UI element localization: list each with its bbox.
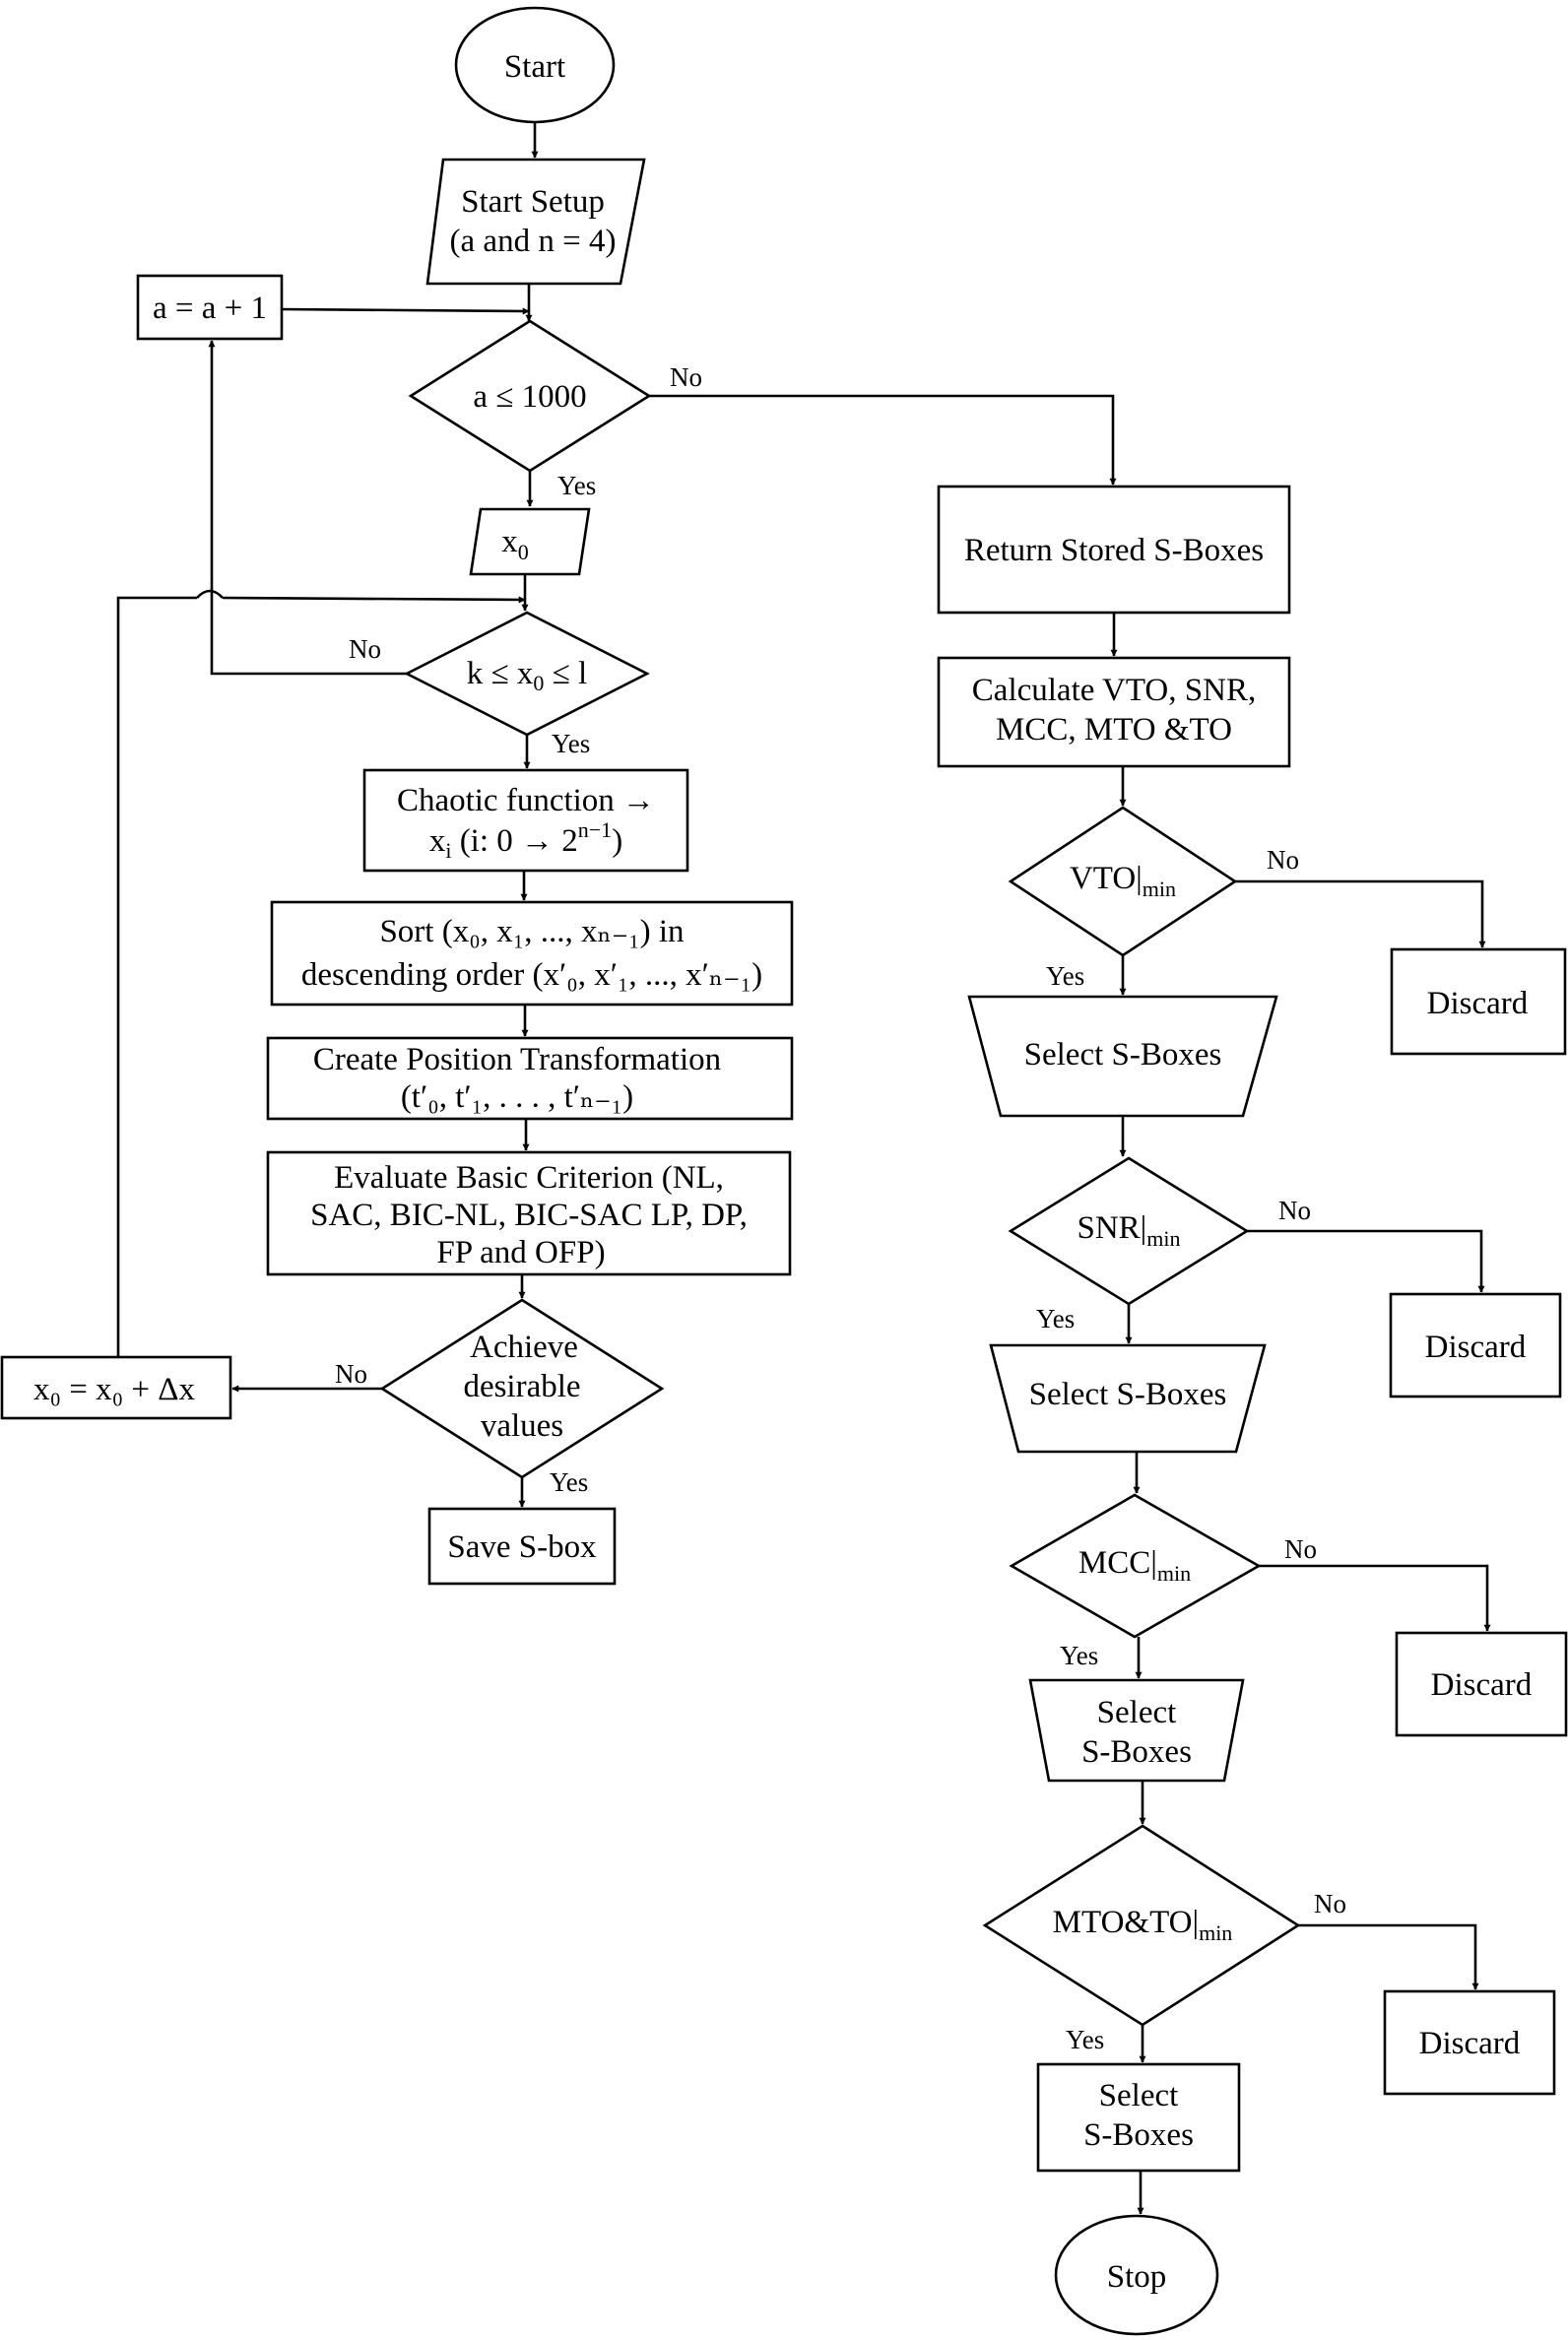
select-sboxes-4: Select S-Boxes	[1036, 2062, 1241, 2173]
setup-line-2: (a and n = 4)	[450, 224, 617, 259]
select-label-2: Select S-Boxes	[1029, 1377, 1227, 1412]
yes-label-cond-a: Yes	[557, 471, 596, 500]
increment-a-box: a = a + 1	[136, 274, 284, 341]
discard-box-3: Discard	[1395, 1631, 1568, 1737]
return-sboxes-box: Return Stored S-Boxes	[937, 485, 1291, 615]
no-label-snr: No	[1278, 1196, 1311, 1225]
position-transformation-box: Create Position Transformation (t′₀, t′₁…	[266, 1036, 794, 1121]
start-terminal: Start	[454, 6, 616, 124]
position-line-1: Create Position Transformation	[313, 1042, 721, 1077]
discard-box-4: Discard	[1383, 1989, 1556, 2096]
select-label-4a: Select	[1099, 2078, 1179, 2113]
no-label-cond-k: No	[349, 634, 381, 664]
vto-label: VTO|min	[1070, 861, 1176, 901]
update-x0-label: x₀ = x₀ + Δx	[33, 1372, 195, 1407]
return-label: Return Stored S-Boxes	[964, 533, 1264, 568]
no-label-cond-a: No	[670, 362, 702, 392]
yes-label-mcc: Yes	[1060, 1641, 1098, 1670]
no-label-achieve: No	[335, 1359, 367, 1389]
yes-label-achieve: Yes	[550, 1467, 588, 1497]
yes-label-vto: Yes	[1046, 961, 1084, 991]
calc-line-1: Calculate VTO, SNR,	[972, 673, 1256, 708]
yes-label-cond-k: Yes	[552, 729, 590, 758]
start-setup-io: Start Setup (a and n = 4)	[425, 158, 646, 286]
cond-k-label: k ≤ x0 ≤ l	[467, 656, 587, 695]
discard-label-4: Discard	[1419, 2026, 1521, 2061]
arrow-increment-merge	[281, 307, 530, 315]
position-line-2: (t′₀, t′₁, . . . , t′ₙ₋₁)	[401, 1079, 633, 1115]
select-label-3a: Select	[1097, 1695, 1177, 1730]
achieve-line-3: values	[481, 1408, 563, 1444]
select-label-4b: S-Boxes	[1083, 2117, 1194, 2153]
yes-label-snr: Yes	[1036, 1304, 1075, 1333]
discard-box-2: Discard	[1389, 1292, 1562, 1398]
calculate-metrics-box: Calculate VTO, SNR, MCC, MTO &TO	[937, 656, 1291, 768]
calc-line-2: MCC, MTO &TO	[996, 712, 1232, 748]
discard-box-1: Discard	[1390, 947, 1567, 1056]
arrow-mto-no	[1298, 1923, 1479, 1990]
increment-label: a = a + 1	[153, 291, 267, 326]
no-label-vto: No	[1267, 845, 1299, 875]
stop-label: Stop	[1107, 2259, 1167, 2295]
loop-line-jump	[196, 589, 224, 599]
evaluate-line-2: SAC, BIC-NL, BIC-SAC LP, DP,	[310, 1198, 748, 1233]
decision-snr-min: SNR|min	[1008, 1156, 1250, 1306]
arrow-snr-no	[1247, 1229, 1485, 1293]
decision-k-range: k ≤ x0 ≤ l	[404, 611, 650, 737]
evaluate-line-3: FP and OFP)	[436, 1235, 605, 1270]
decision-vto-min: VTO|min	[1008, 806, 1238, 957]
arrow-vto-no	[1235, 879, 1486, 948]
select-sboxes-1: Select S-Boxes	[967, 995, 1278, 1118]
achieve-line-1: Achieve	[470, 1330, 578, 1365]
start-label: Start	[504, 49, 565, 85]
save-label: Save S-box	[447, 1529, 597, 1565]
mto-label: MTO&TO|min	[1053, 1905, 1233, 1945]
achieve-line-2: desirable	[463, 1369, 580, 1404]
arrow-cond-a-no	[649, 394, 1117, 486]
decision-mcc-min: MCC|min	[1009, 1493, 1262, 1639]
sort-line-1: Sort (x₀, x₁, ..., xₙ₋₁) in	[379, 914, 684, 949]
select-label-1: Select S-Boxes	[1024, 1037, 1222, 1072]
no-label-mcc: No	[1284, 1534, 1317, 1564]
arrow-cond-k-no	[208, 340, 407, 676]
save-sbox-box: Save S-box	[427, 1507, 617, 1586]
sort-box: Sort (x₀, x₁, ..., xₙ₋₁) in descending o…	[270, 900, 794, 1007]
yes-label-mto: Yes	[1066, 2025, 1104, 2054]
discard-label-3: Discard	[1431, 1667, 1533, 1703]
select-sboxes-3: Select S-Boxes	[1028, 1678, 1245, 1783]
update-x0-box: x₀ = x₀ + Δx	[0, 1355, 232, 1420]
discard-label-2: Discard	[1425, 1330, 1527, 1365]
select-sboxes-2: Select S-Boxes	[989, 1343, 1267, 1454]
decision-mto-to-min: MTO&TO|min	[982, 1824, 1301, 2027]
sort-line-2: descending order (x′₀, x′₁, ..., x′ₙ₋₁)	[301, 957, 762, 993]
decision-a-limit: a ≤ 1000	[408, 319, 652, 473]
discard-label-1: Discard	[1427, 986, 1529, 1021]
evaluate-criterion-box: Evaluate Basic Criterion (NL, SAC, BIC-N…	[266, 1150, 792, 1276]
no-label-mto: No	[1314, 1889, 1346, 1918]
loop-line-x0-left	[116, 596, 197, 1334]
arrow-loop-back-x0	[222, 596, 526, 604]
chaotic-line-2: xi (i: 0 → 2n−1)	[429, 817, 622, 863]
snr-label: SNR|min	[1077, 1210, 1180, 1251]
stop-terminal: Stop	[1054, 2214, 1219, 2336]
cond-a-label: a ≤ 1000	[473, 379, 586, 415]
decision-achieve-values: Achieve desirable values	[379, 1298, 665, 1479]
chaotic-line-1: Chaotic function →	[397, 783, 655, 818]
mcc-label: MCC|min	[1078, 1545, 1191, 1586]
x0-input-io: x0	[469, 507, 591, 576]
chaotic-function-box: Chaotic function → xi (i: 0 → 2n−1)	[362, 768, 689, 873]
x0-label: x0	[501, 524, 529, 564]
select-label-3b: S-Boxes	[1081, 1734, 1192, 1770]
evaluate-line-1: Evaluate Basic Criterion (NL,	[334, 1160, 724, 1196]
arrow-mcc-no	[1259, 1564, 1491, 1632]
setup-line-1: Start Setup	[461, 184, 605, 220]
